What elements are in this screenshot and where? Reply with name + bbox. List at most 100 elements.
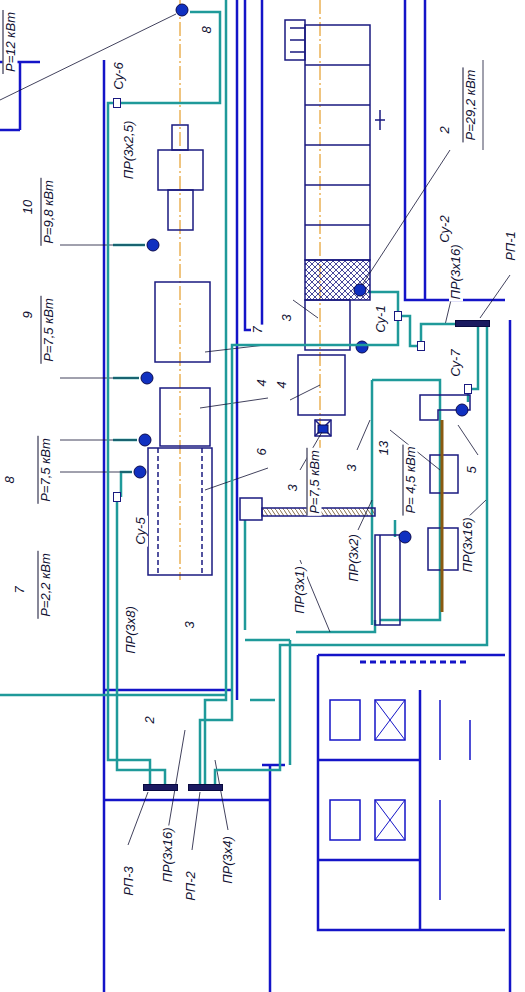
machine-outlines (240, 498, 262, 520)
walls (103, 60, 106, 992)
callout-label: ПР(3х16) (449, 243, 463, 302)
node-label: РП-3 (122, 864, 136, 898)
cable-line (117, 502, 165, 784)
wires (296, 620, 375, 632)
machine-outlines (305, 260, 370, 300)
motor-symbols (356, 341, 368, 353)
motor-symbols (354, 284, 366, 296)
leader-lines (128, 730, 228, 850)
callout-label: 13 (377, 439, 391, 457)
machine-outlines (320, 0, 321, 460)
distribution-board: РП-3 (143, 784, 178, 791)
walls (318, 655, 505, 930)
callout-label: ПР(3х16) (161, 826, 175, 885)
wires (245, 520, 290, 765)
machine-outlines (148, 0, 470, 625)
walls (0, 0, 510, 992)
callout-label: 6 (255, 446, 269, 457)
machine-outlines (148, 448, 212, 575)
node-label: Су-2 (438, 213, 452, 244)
power-rating: Р=7,5 кВт (41, 296, 56, 364)
machine-outlines (315, 420, 331, 436)
callout-label: 8 (200, 24, 214, 35)
motor-symbols (134, 466, 146, 478)
machine-outlines (379, 535, 381, 625)
control-box: Су-6 (113, 98, 121, 108)
distribution-board: РП-1 (455, 320, 490, 327)
walls (237, 0, 262, 700)
walls (440, 700, 470, 900)
motor-symbols (399, 531, 411, 543)
motor-symbols (147, 239, 159, 251)
callout-label: 7 (251, 324, 265, 335)
leader-lines (390, 425, 486, 520)
distribution-board: РП-2 (188, 784, 223, 791)
power-rating: Р=7,5 кВт (307, 448, 322, 516)
leader-lines (300, 500, 372, 632)
callout-label: 3 (280, 312, 294, 323)
callout-label: 4 (255, 377, 269, 388)
walls (330, 700, 405, 840)
cable-line (200, 321, 398, 784)
node-label: Су-1 (374, 303, 388, 334)
cable-line (472, 327, 478, 389)
callout-label: 3 (286, 482, 300, 493)
motor-symbols (134, 4, 468, 543)
machine-outlines (298, 355, 345, 415)
machine-outlines (155, 282, 210, 362)
machine-outlines (180, 0, 181, 580)
motor-symbols (141, 372, 153, 384)
machine-outlines (305, 300, 350, 350)
machine-outlines (305, 65, 370, 225)
walls (104, 690, 285, 992)
power-rating: Р= 4,5 кВт (403, 444, 418, 515)
callout-label: 9 (21, 309, 35, 320)
callout-label: 7 (13, 584, 27, 595)
leader-lines (290, 300, 370, 470)
machine-outlines (158, 150, 203, 190)
node-label: Су-7 (449, 347, 463, 378)
node-label: РП-2 (184, 869, 198, 903)
wires (0, 0, 468, 784)
wires (205, 0, 226, 784)
power-rating: Р=7,5 кВт (38, 436, 53, 504)
motor-symbols (139, 434, 151, 446)
cable-line (402, 316, 417, 346)
leader-lines (200, 345, 268, 490)
machine-outlines (315, 420, 331, 436)
machine-outlines (375, 535, 400, 625)
callout-label: 10 (21, 198, 35, 216)
motor-symbols (456, 404, 468, 416)
callout-label: ПР(3х8) (124, 604, 138, 656)
wires (121, 12, 220, 103)
control-box: Су-1 (394, 311, 402, 321)
callout-label: ПР(3х1) (293, 564, 307, 616)
callout-label: ПР(3х16) (461, 516, 475, 575)
machine-outlines (420, 395, 470, 420)
callout-label: 5 (465, 464, 479, 475)
motor-symbols (176, 4, 188, 16)
cable-line (215, 327, 487, 784)
leader-lines (0, 14, 510, 850)
cable-line (108, 103, 150, 784)
wires (372, 380, 440, 625)
callout-label: ПР(3х2) (347, 532, 361, 584)
motor-symbols (318, 425, 328, 433)
machine-outlines (158, 448, 202, 575)
wires (113, 245, 145, 497)
callout-label: 3 (183, 619, 197, 630)
machine-outlines (430, 455, 458, 493)
control-box: Су-5 (113, 492, 121, 502)
leader-lines (362, 60, 483, 325)
callout-label: 3 (345, 462, 359, 473)
callout-label: 2 (438, 124, 452, 135)
callout-label: ПР(3х4) (221, 834, 235, 886)
control-box: Су-2 (417, 341, 425, 351)
machine-outlines (285, 20, 305, 60)
control-box: Су-7 (464, 384, 472, 394)
